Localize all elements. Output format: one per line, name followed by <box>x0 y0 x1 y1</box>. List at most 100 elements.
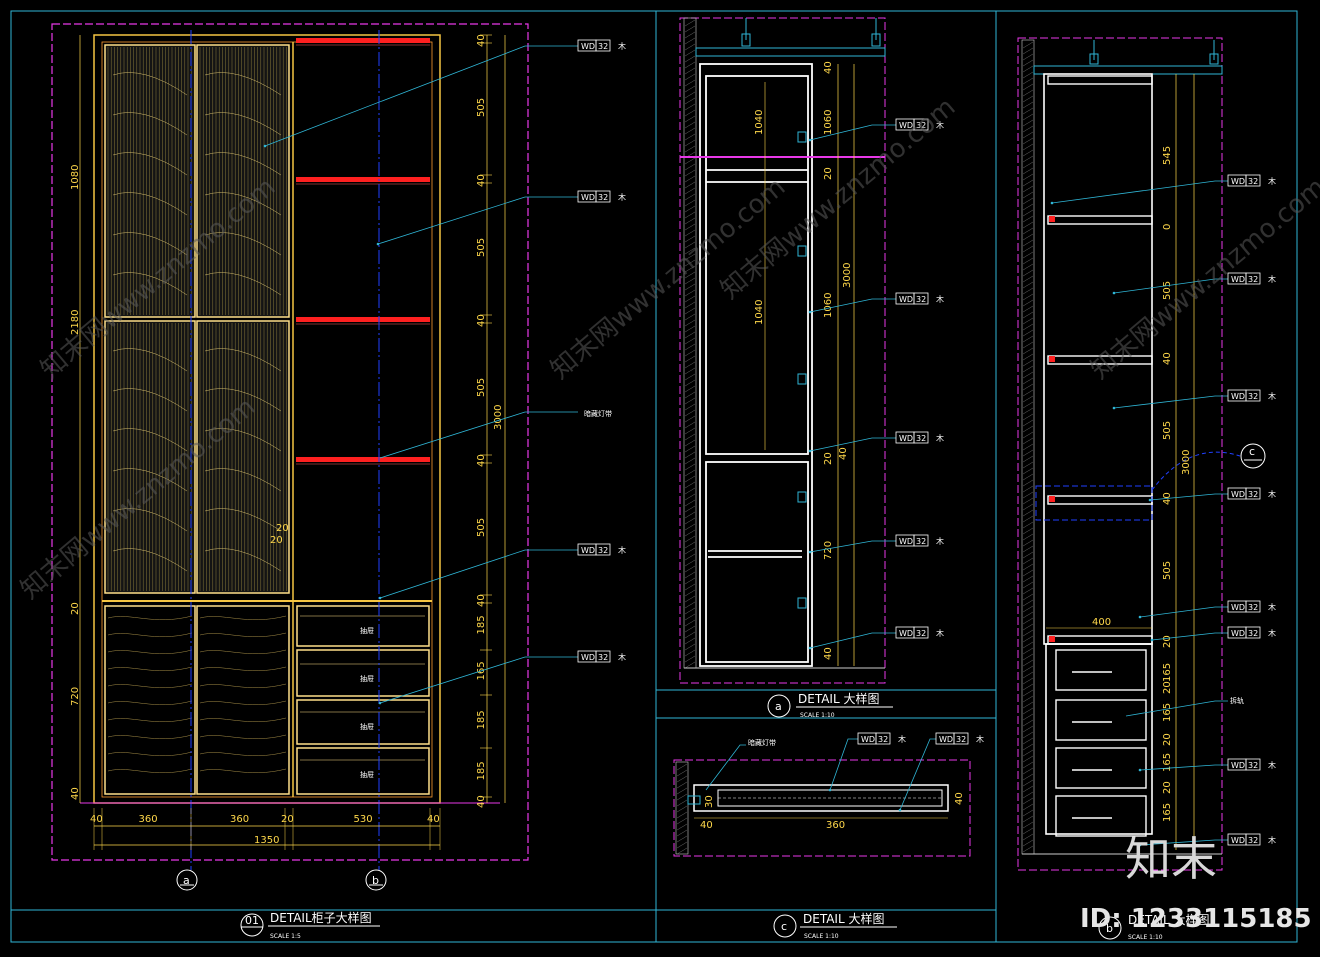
title-b: b DETAIL 大样图 SCALE 1:10 <box>1098 912 1209 941</box>
brand-logo: 知末 <box>1125 832 1217 886</box>
svg-text:木: 木 <box>618 192 626 202</box>
svg-text:木: 木 <box>1268 760 1276 770</box>
dim-small: 20 <box>270 535 283 546</box>
title-01-number: 01 <box>245 914 259 927</box>
svg-text:木: 木 <box>936 433 944 443</box>
svg-text:32: 32 <box>956 735 966 744</box>
title-01: 01 DETAIL柜子大样图 SCALE 1:5 <box>240 910 380 940</box>
svg-text:木: 木 <box>618 545 626 555</box>
svg-text:木: 木 <box>936 536 944 546</box>
svg-text:WD: WD <box>1231 275 1245 284</box>
dim-bottom: 360 <box>230 814 249 825</box>
title-c-text: DETAIL 大样图 <box>803 911 884 926</box>
dim-right: 40 <box>476 795 487 808</box>
hinge <box>797 373 807 385</box>
svg-text:木: 木 <box>1268 602 1276 612</box>
dim-a-inner: 1040 <box>754 110 765 135</box>
dim-b-depth: 400 <box>1092 617 1111 628</box>
svg-text:WD: WD <box>581 42 595 51</box>
title-c-letter: c <box>781 920 787 933</box>
shelf-b <box>1047 215 1153 225</box>
dim-bottom: 40 <box>90 814 103 825</box>
drawer-label: 抽屉 <box>360 626 374 635</box>
dim-b: 20 <box>1162 781 1173 794</box>
dim-right: 505 <box>476 518 487 537</box>
svg-text:WD: WD <box>1231 836 1245 845</box>
dim-right: 40 <box>476 314 487 327</box>
dim-c: 40 <box>954 792 965 805</box>
dim-b: 545 <box>1162 146 1173 165</box>
title-a-letter: a <box>775 700 782 713</box>
dim-a: 20 <box>823 452 834 465</box>
svg-text:WD: WD <box>581 653 595 662</box>
shelf <box>296 38 430 43</box>
drawer-label: 抽屉 <box>360 770 374 779</box>
note-hidden-light-c: 暗藏灯带 <box>748 738 776 747</box>
id-label: ID: 1233115185 <box>1080 904 1312 934</box>
title-a-text: DETAIL 大样图 <box>798 691 879 706</box>
dim-right: 505 <box>476 238 487 257</box>
dim-a-inner: 1040 <box>754 300 765 325</box>
dim-a: 1060 <box>823 293 834 318</box>
dim-a-height: 3000 <box>842 263 853 288</box>
svg-text:木: 木 <box>1268 628 1276 638</box>
svg-text:WD: WD <box>899 537 913 546</box>
svg-text:32: 32 <box>1248 836 1258 845</box>
dim-right: 185 <box>476 710 487 729</box>
shelf-b <box>1047 355 1153 365</box>
sheet-frame <box>10 10 1298 943</box>
dim-a: 20 <box>823 167 834 180</box>
dim-b: 20 <box>1162 635 1173 648</box>
svg-text:木: 木 <box>936 294 944 304</box>
dim-b: 0 <box>1162 224 1173 230</box>
dim-left: 2180 <box>70 310 81 335</box>
svg-text:WD: WD <box>899 629 913 638</box>
drawer-b <box>1055 747 1147 789</box>
svg-text:32: 32 <box>1248 275 1258 284</box>
svg-text:32: 32 <box>1248 761 1258 770</box>
section-marker-a <box>176 869 198 891</box>
title-c: c DETAIL 大样图 SCALE 1:10 <box>773 911 897 940</box>
dim-a: 40 <box>823 61 834 74</box>
svg-text:WD: WD <box>1231 490 1245 499</box>
shelf-b <box>1047 635 1153 645</box>
dim-right: 185 <box>476 615 487 634</box>
svg-text:32: 32 <box>1248 603 1258 612</box>
svg-text:WD: WD <box>861 735 875 744</box>
dim-a: 40 <box>823 647 834 660</box>
svg-text:WD: WD <box>1231 392 1245 401</box>
svg-text:32: 32 <box>916 629 926 638</box>
dim-b: 20 <box>1162 733 1173 746</box>
dim-b: 505 <box>1162 281 1173 300</box>
svg-text:WD: WD <box>939 735 953 744</box>
svg-text:WD: WD <box>1231 629 1245 638</box>
svg-text:木: 木 <box>1268 391 1276 401</box>
title-c-scale: SCALE 1:10 <box>804 933 839 940</box>
dim-b: 165 <box>1162 663 1173 682</box>
drawer-label: 抽屉 <box>360 674 374 683</box>
marker-a-letter: a <box>183 874 190 887</box>
dim-a: 40 <box>838 447 849 460</box>
dim-left: 20 <box>70 602 81 615</box>
svg-text:木: 木 <box>936 628 944 638</box>
dim-b: 165 <box>1162 753 1173 772</box>
svg-text:32: 32 <box>916 295 926 304</box>
dim-total: 1350 <box>254 835 279 846</box>
svg-text:32: 32 <box>598 42 608 51</box>
shelf <box>296 457 430 462</box>
dim-b: 505 <box>1162 561 1173 580</box>
